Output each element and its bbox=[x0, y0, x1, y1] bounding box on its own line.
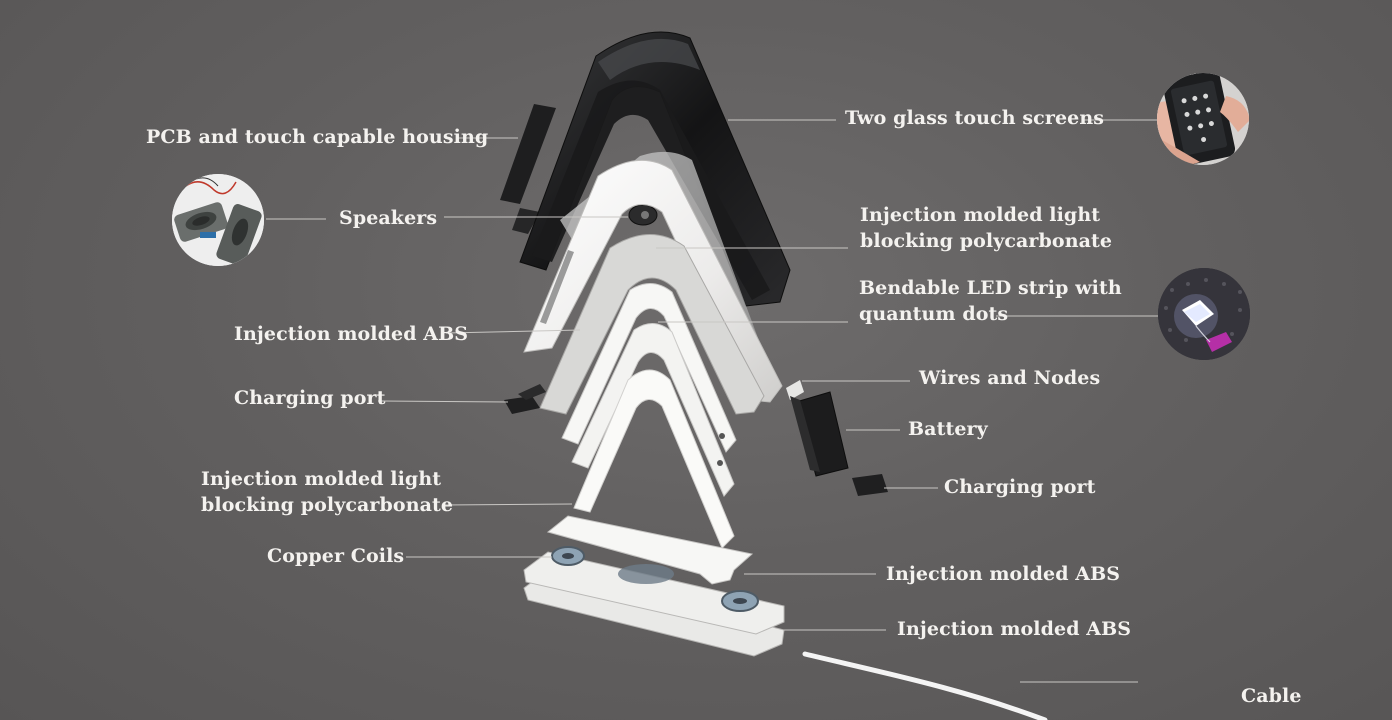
label-touch-screens: Two glass touch screens bbox=[845, 105, 1104, 131]
speaker-node-center bbox=[641, 211, 649, 219]
label-polycarbonate-right-line1: Injection molded light bbox=[860, 202, 1112, 228]
speaker-modules-icon bbox=[168, 170, 268, 270]
node-dot-2 bbox=[717, 460, 723, 466]
label-abs-left: Injection molded ABS bbox=[234, 321, 468, 347]
cable-wire bbox=[805, 654, 1045, 720]
hand-touch-screen-icon bbox=[1156, 69, 1250, 168]
leader-polycarbonate-left bbox=[444, 504, 572, 505]
label-polycarbonate-left-line2: blocking polycarbonate bbox=[201, 492, 453, 518]
leader-charging-port-left bbox=[378, 401, 508, 402]
label-led-strip-line1: Bendable LED strip with bbox=[859, 275, 1122, 301]
charging-port-left-part bbox=[504, 396, 540, 414]
label-charging-port-right: Charging port bbox=[944, 474, 1096, 500]
copper-coil-center bbox=[618, 564, 674, 584]
label-speakers: Speakers bbox=[339, 205, 437, 231]
node-dot-1 bbox=[719, 433, 725, 439]
copper-coil-right-hole bbox=[733, 598, 747, 604]
label-abs-base-upper: Injection molded ABS bbox=[886, 561, 1120, 587]
label-pcb-touch-housing: PCB and touch capable housing bbox=[146, 124, 488, 150]
label-cable: Cable bbox=[1241, 683, 1302, 709]
label-polycarbonate-right: Injection molded light blocking polycarb… bbox=[860, 202, 1112, 254]
label-polycarbonate-right-line2: blocking polycarbonate bbox=[860, 228, 1112, 254]
charging-port-right-part bbox=[852, 474, 888, 496]
label-led-strip: Bendable LED strip with quantum dots bbox=[859, 275, 1122, 327]
led-quantum-dot-icon bbox=[1158, 268, 1250, 360]
wire-node-part bbox=[786, 380, 804, 400]
label-wires-nodes: Wires and Nodes bbox=[919, 365, 1100, 391]
label-led-strip-line2: quantum dots bbox=[859, 301, 1122, 327]
label-charging-port-left: Charging port bbox=[234, 385, 386, 411]
label-abs-base-lower: Injection molded ABS bbox=[897, 616, 1131, 642]
label-battery: Battery bbox=[908, 416, 988, 442]
label-polycarbonate-left-line1: Injection molded light bbox=[201, 466, 453, 492]
label-polycarbonate-left: Injection molded light blocking polycarb… bbox=[201, 466, 453, 518]
label-copper-coils: Copper Coils bbox=[267, 543, 404, 569]
copper-coil-left-hole bbox=[562, 553, 574, 559]
